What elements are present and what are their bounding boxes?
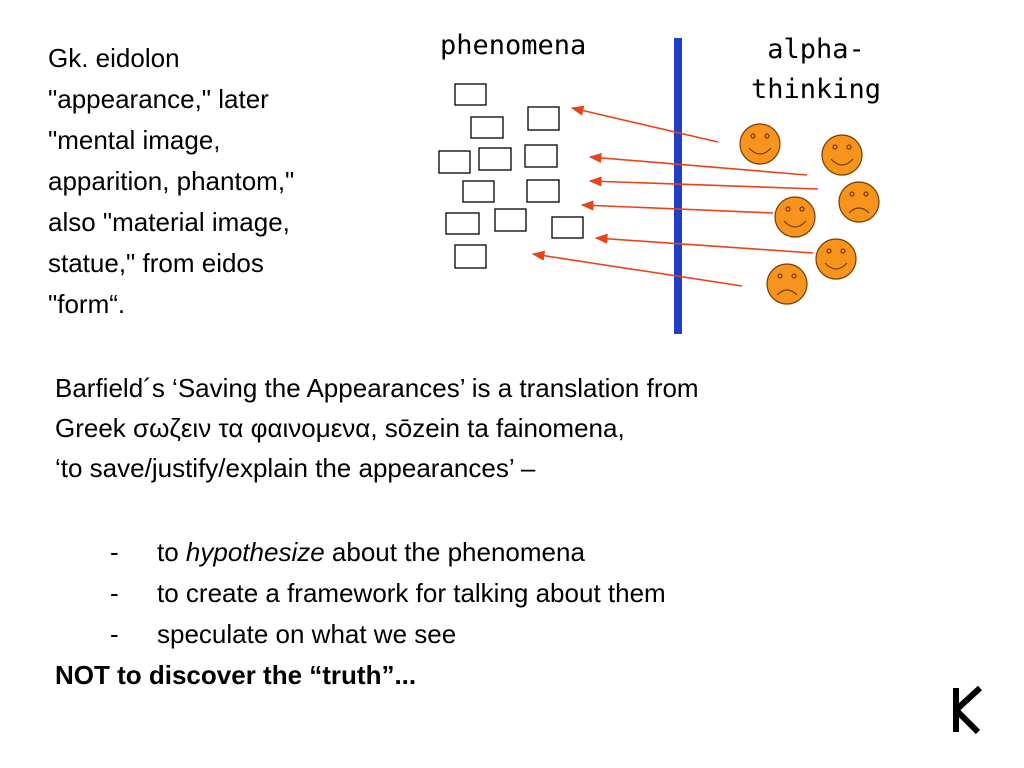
bullet-emphasis: hypothesize — [185, 537, 325, 567]
arrow — [580, 200, 774, 214]
happy-face-icon — [821, 134, 863, 176]
phenomenon-box — [551, 216, 584, 239]
arrow — [531, 250, 743, 287]
stylized-k-logo-icon — [953, 685, 983, 735]
bullet-dash: - — [110, 537, 119, 567]
etymology-line: apparition, phantom," — [48, 166, 295, 196]
conclusion-text: NOT to discover the “truth”... — [55, 660, 417, 690]
happy-face-icon — [774, 196, 816, 238]
phenomena-diagram — [438, 38, 880, 334]
bullet-dash: - — [110, 619, 119, 649]
phenomenon-box — [527, 106, 560, 131]
phenomenon-box — [438, 150, 471, 174]
phenomenon-box — [454, 83, 487, 106]
phenomena-label: phenomena — [440, 30, 587, 61]
body-paragraph: Barfield´s ‘Saving the Appearances’ is a… — [55, 368, 699, 488]
alpha-label-line: thinking — [750, 74, 882, 105]
etymology-line: "form“. — [48, 289, 126, 319]
phenomenon-box — [445, 212, 480, 235]
arrow — [588, 152, 808, 176]
phenomenon-box — [494, 208, 527, 232]
bullet-text: speculate on what we see — [157, 619, 457, 649]
happy-face-icon — [739, 123, 781, 165]
bullet-text: about the phenomena — [324, 537, 585, 567]
etymology-text: Gk. eidolon "appearance," later "mental … — [48, 38, 388, 325]
phenomenon-box — [478, 147, 512, 171]
phenomenon-box — [526, 179, 560, 203]
etymology-line: statue," from eidos — [48, 248, 264, 278]
divider-line — [674, 38, 682, 334]
bullet-list: - to hypothesize about the phenomena - to … — [110, 532, 666, 655]
phenomenon-box — [462, 180, 495, 203]
phenomenon-box — [470, 116, 504, 139]
alpha-label-line: alpha- — [767, 34, 865, 65]
body-line: Barfield´s ‘Saving the Appearances’ is a… — [55, 373, 699, 403]
bullet-item: - speculate on what we see — [110, 614, 666, 655]
sad-face-icon — [766, 263, 808, 305]
perception-arrows — [531, 105, 819, 287]
bullet-text: to create a framework for talking about … — [157, 578, 666, 608]
etymology-line: also "material image, — [48, 207, 290, 237]
phenomena-boxes — [438, 83, 584, 269]
alpha-thinking-label: alpha- thinking — [735, 30, 897, 110]
etymology-line: Gk. eidolon — [48, 43, 180, 73]
body-line: Greek σωζειν τα φαινομενα, sōzein ta fai… — [55, 413, 625, 443]
bullet-item: - to hypothesize about the phenomena — [110, 532, 666, 573]
sad-face-icon — [838, 181, 880, 223]
happy-face-icon — [815, 238, 857, 280]
bullet-item: - to create a framework for talking about… — [110, 573, 666, 614]
bullet-text: to — [157, 537, 186, 567]
arrow — [588, 176, 819, 190]
bullet-dash: - — [110, 578, 119, 608]
arrow — [594, 233, 814, 254]
etymology-line: "mental image, — [48, 125, 221, 155]
phenomenon-box — [454, 244, 487, 269]
arrow — [570, 105, 719, 143]
etymology-line: "appearance," later — [48, 84, 269, 114]
body-line: ‘to save/justify/explain the appearances… — [55, 453, 536, 483]
face-icons — [739, 123, 880, 305]
phenomenon-box — [524, 144, 558, 168]
